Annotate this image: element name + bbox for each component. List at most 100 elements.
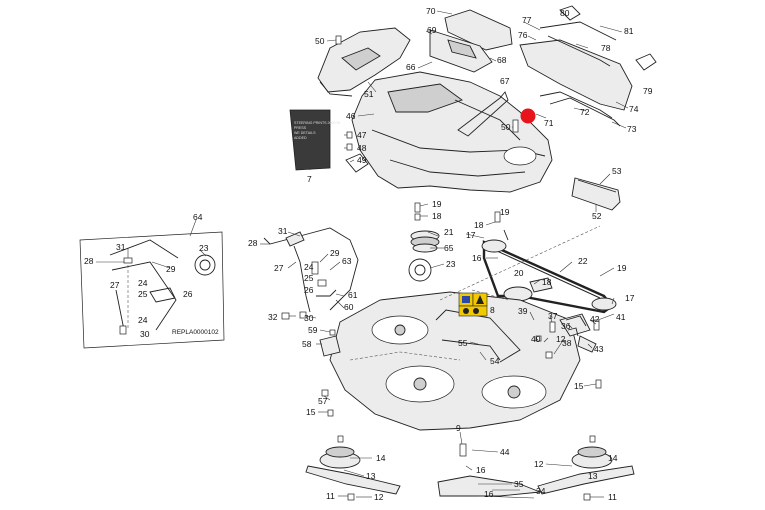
label-48: 48 bbox=[357, 143, 367, 153]
label-14-b: 14 bbox=[608, 453, 618, 463]
label-24-inset-a: 24 bbox=[138, 278, 148, 288]
decal-text-line-2: PRESS bbox=[294, 126, 307, 130]
label-65: 65 bbox=[444, 243, 454, 253]
leader-lines bbox=[96, 10, 629, 499]
label-17-b: 17 bbox=[625, 293, 635, 303]
inset-detail-box bbox=[79, 231, 225, 349]
label-68: 68 bbox=[497, 55, 507, 65]
label-12-c: 12 bbox=[374, 492, 384, 502]
label-61: 61 bbox=[348, 290, 358, 300]
drive-belt-assembly bbox=[481, 211, 617, 314]
label-28: 28 bbox=[248, 238, 258, 248]
tension-parts bbox=[321, 315, 602, 417]
label-28-inset: 28 bbox=[84, 256, 94, 266]
label-12-b: 12 bbox=[534, 459, 544, 469]
label-60: 60 bbox=[344, 302, 354, 312]
label-19-c: 19 bbox=[617, 263, 627, 273]
label-27-inset: 27 bbox=[110, 280, 120, 290]
label-52: 52 bbox=[592, 211, 602, 221]
label-23-inset: 23 bbox=[199, 243, 209, 253]
label-54: 54 bbox=[490, 356, 500, 366]
label-19-a: 19 bbox=[432, 199, 442, 209]
label-31-inset: 31 bbox=[116, 242, 126, 252]
label-78: 78 bbox=[601, 43, 611, 53]
label-16-b: 16 bbox=[476, 465, 486, 475]
label-8: 8 bbox=[490, 305, 495, 315]
label-14-a: 14 bbox=[376, 453, 386, 463]
label-80: 80 bbox=[560, 8, 570, 18]
label-44: 44 bbox=[500, 447, 510, 457]
label-36: 36 bbox=[561, 321, 571, 331]
highlight-marker bbox=[520, 108, 536, 124]
label-39: 39 bbox=[518, 306, 528, 316]
label-57: 57 bbox=[318, 396, 328, 406]
label-25: 25 bbox=[304, 273, 314, 283]
label-26-inset: 26 bbox=[183, 289, 193, 299]
label-72: 72 bbox=[580, 107, 590, 117]
label-46: 46 bbox=[346, 111, 356, 121]
label-17-a: 17 bbox=[466, 230, 476, 240]
label-35: 35 bbox=[514, 479, 524, 489]
label-74: 74 bbox=[629, 104, 639, 114]
label-42: 42 bbox=[590, 314, 600, 324]
decal-text-line-3: WE DETAILS bbox=[294, 131, 316, 135]
part-labels: 80 70 77 81 50 69 76 78 68 66 67 79 51 7… bbox=[84, 6, 653, 502]
label-22: 22 bbox=[578, 256, 588, 266]
label-26: 26 bbox=[304, 285, 314, 295]
label-30: 30 bbox=[304, 313, 314, 323]
label-24: 24 bbox=[304, 262, 314, 272]
warning-decals bbox=[458, 292, 488, 317]
label-16-c: 16 bbox=[484, 489, 494, 499]
label-40: 40 bbox=[531, 334, 541, 344]
label-31: 31 bbox=[278, 226, 288, 236]
label-23: 23 bbox=[446, 259, 456, 269]
label-18-b: 18 bbox=[474, 220, 484, 230]
main-body-panel bbox=[351, 71, 553, 193]
top-right-frame-parts bbox=[429, 5, 657, 127]
label-30-inset: 30 bbox=[140, 329, 150, 339]
label-67: 67 bbox=[500, 76, 510, 86]
blade-spindles bbox=[305, 435, 635, 501]
label-20: 20 bbox=[514, 268, 524, 278]
bracket-part bbox=[571, 177, 621, 211]
label-79: 79 bbox=[643, 86, 653, 96]
label-43: 43 bbox=[594, 344, 604, 354]
label-73: 73 bbox=[627, 124, 637, 134]
label-41: 41 bbox=[616, 312, 626, 322]
label-81: 81 bbox=[624, 26, 634, 36]
label-18-a: 18 bbox=[432, 211, 442, 221]
label-27: 27 bbox=[274, 263, 284, 273]
inset-code-label: REPLA0000102 bbox=[172, 329, 219, 336]
label-50-top: 50 bbox=[315, 36, 325, 46]
label-9: 9 bbox=[456, 423, 461, 433]
label-13-b: 13 bbox=[588, 471, 598, 481]
label-63: 63 bbox=[342, 256, 352, 266]
label-18-c: 18 bbox=[542, 277, 552, 287]
label-16-a: 16 bbox=[472, 253, 482, 263]
label-53: 53 bbox=[612, 166, 622, 176]
label-55: 55 bbox=[458, 338, 468, 348]
label-11-a: 11 bbox=[326, 491, 335, 501]
mower-deck bbox=[319, 225, 601, 431]
label-76: 76 bbox=[518, 30, 528, 40]
label-29: 29 bbox=[330, 248, 340, 258]
label-69: 69 bbox=[427, 25, 437, 35]
label-49: 49 bbox=[357, 155, 367, 165]
label-29-inset: 29 bbox=[166, 264, 176, 274]
label-15-a: 15 bbox=[306, 407, 316, 417]
decal-text-line-4: ADDED bbox=[294, 136, 307, 140]
label-21: 21 bbox=[444, 227, 454, 237]
label-38: 38 bbox=[562, 338, 572, 348]
label-47: 47 bbox=[357, 130, 367, 140]
label-19-b: 19 bbox=[500, 207, 510, 217]
label-50-middle: 50 bbox=[501, 122, 511, 132]
decal-sticker: STEERING PRINTS 2000 IN PRESS WE DETAILS… bbox=[289, 109, 341, 171]
label-70: 70 bbox=[426, 6, 436, 16]
decal-text-line-1: STEERING PRINTS 2000 IN bbox=[294, 121, 341, 125]
label-13-a: 13 bbox=[366, 471, 376, 481]
label-12-a: 12 bbox=[556, 334, 566, 344]
label-51: 51 bbox=[364, 89, 374, 99]
label-24-inset-b: 24 bbox=[138, 315, 148, 325]
control-linkage bbox=[263, 227, 359, 320]
